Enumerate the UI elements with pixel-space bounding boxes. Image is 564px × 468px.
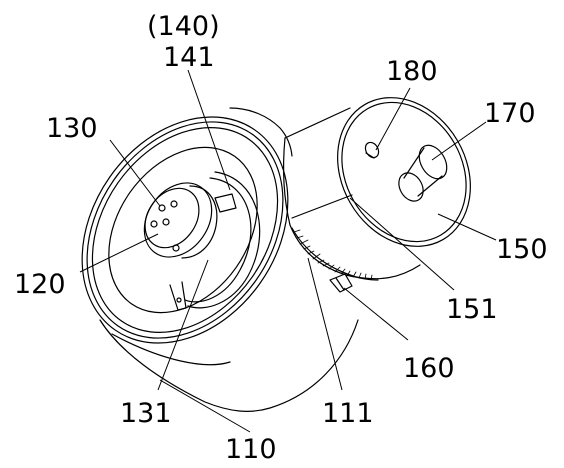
- leader-120: [79, 233, 159, 273]
- leader-151: [349, 197, 455, 291]
- scale-111: [291, 227, 379, 281]
- label-170: 170: [484, 98, 536, 129]
- leader-131: [157, 259, 209, 391]
- label-110: 110: [225, 434, 277, 465]
- leader-111: [307, 257, 343, 391]
- label-150: 150: [496, 234, 548, 265]
- label-160: 160: [403, 353, 455, 384]
- label-180: 180: [386, 56, 438, 87]
- label-151: 151: [446, 294, 498, 325]
- leader-141: [187, 69, 231, 191]
- label-141: 141: [163, 42, 215, 73]
- leader-160: [343, 287, 409, 341]
- motor-150: [283, 97, 471, 280]
- leader-150: [437, 213, 497, 241]
- bracket-160: [329, 273, 353, 293]
- leader-110: [159, 379, 251, 433]
- reference-labels: (140) 141 130 120 131 110 111 160 151 15…: [14, 11, 548, 465]
- label-111: 111: [322, 398, 374, 429]
- label-130: 130: [46, 113, 98, 144]
- front-rim-assembly: [81, 116, 289, 344]
- label-140: (140): [147, 11, 220, 42]
- leader-130: [109, 139, 161, 207]
- leader-170: [431, 121, 487, 161]
- label-131: 131: [120, 398, 172, 429]
- hub-120: [143, 182, 218, 259]
- leader-180: [375, 87, 411, 151]
- label-120: 120: [14, 269, 66, 300]
- leader-lines: [79, 69, 497, 433]
- housing-110: [99, 107, 359, 412]
